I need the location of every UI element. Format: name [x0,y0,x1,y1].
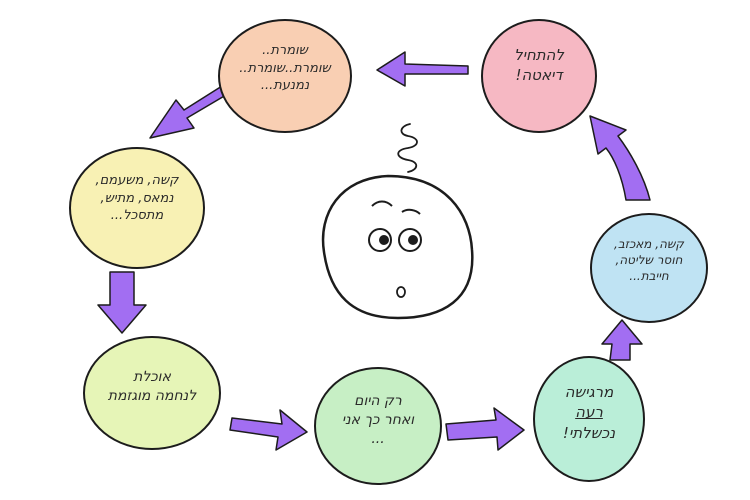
bubble-keeping [218,19,352,133]
bubble-line: ... [371,430,385,447]
bubble-line: ואחר כך אני [341,411,415,428]
bubble-line: נמאס, מתיש, [100,190,174,206]
bubble-line: דיאטה! [515,66,563,85]
bubble-only-today [314,367,442,485]
bubble-text-hard-annoying: קשה, מאכזב, חוסר שליטה, חייבת... [594,236,704,285]
bubble-hard-annoying [590,213,708,323]
bubble-line: שומרת.. [262,43,308,58]
bubble-line: חייבת... [629,269,669,284]
bubble-line: מרגישה [564,383,614,401]
bubble-line: נמנעת... [260,78,310,94]
bubble-eats-comfort [83,336,221,450]
bubble-text-feel-lost: מרגישה רעה נכשלתי! [540,382,638,443]
cycle-arrows [97,51,651,451]
arrow-eats-to-today [229,409,308,451]
bubble-hard-bored [69,147,205,269]
arrow-start-to-keeping [376,51,469,87]
bubble-text-only-today: רק היום ואחר כך אני ... [320,392,436,449]
bubble-text-eats-comfort: אוכלת לנחמה מוגזמת [88,368,216,406]
arrow-hard-to-eats [97,271,147,334]
arrow-today-to-lost [445,407,525,451]
bubble-text-keeping: שומרת.. שומרת..שומרת.. נמנעת... [224,42,346,95]
bubble-feel-lost [533,356,645,482]
bubble-line: לנחמה מוגזמת [107,387,197,404]
bubble-line: מתסכל... [110,208,164,224]
bubble-shapes [69,19,708,485]
bubble-line: אוכלת [133,369,171,385]
bubble-line: להתחיל [514,46,564,64]
bubble-line: קשה, מאכזב, [614,237,684,251]
arrow-lost-to-annoying [601,319,643,361]
bubble-line: חוסר שליטה, [615,253,683,268]
bubble-line: נכשלתי! [562,423,616,442]
dizzy-swirl-icon [397,123,418,173]
bubble-text-hard-bored: קשה, משעמם, נמאס, מתיש, מתסכל... [74,172,200,225]
bubble-line: רק היום [354,393,402,409]
arrow-keeping-to-hard [149,85,227,139]
bubble-text-start-diet: להתחיל דיאטה! [494,45,584,86]
bubble-line: שומרת..שומרת.. [239,60,331,76]
arrow-annoying-to-start [589,115,651,201]
bubble-line: רעה [575,403,603,422]
confused-face-icon [321,174,474,320]
bubble-start-diet [481,19,597,133]
bubble-line: קשה, משעמם, [95,173,179,188]
